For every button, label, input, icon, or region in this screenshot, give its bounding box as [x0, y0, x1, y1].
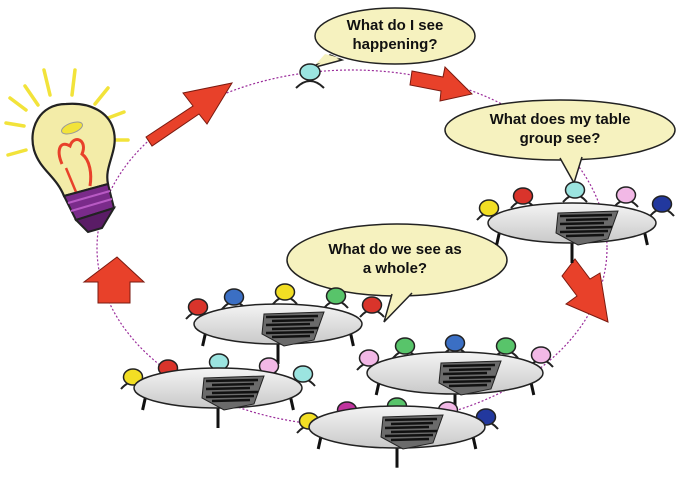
- table-paper-stroke: [442, 371, 488, 376]
- participant-red: [359, 296, 385, 318]
- arrow-table-to-whole: [561, 258, 609, 323]
- table-group-bottom: [296, 397, 499, 468]
- participant-green: [493, 337, 519, 359]
- table-paper-stroke: [205, 394, 255, 399]
- table-paper-stroke: [559, 213, 613, 218]
- tables-layer: [120, 181, 675, 468]
- arrow-to-observer: [145, 82, 234, 147]
- bubble-whole-line1: What do we see as: [328, 241, 462, 258]
- table-paper-stroke: [448, 367, 492, 372]
- light-rays: [4, 68, 130, 157]
- bulb-filament: [57, 138, 93, 187]
- table-paper-stroke: [265, 330, 315, 335]
- participant-pink: [613, 186, 639, 208]
- table-paper-stroke: [559, 229, 609, 234]
- table-paper-stroke: [271, 318, 315, 323]
- table-group-middle: [356, 334, 554, 414]
- bulb-glass: [31, 102, 116, 198]
- table-paper-stroke: [565, 233, 605, 238]
- participant-navy: [649, 195, 675, 217]
- observer-person: [295, 63, 325, 89]
- table-paper-stroke: [265, 322, 311, 327]
- participant-cyan: [562, 181, 588, 203]
- bubble-table-group: [444, 99, 676, 185]
- arrow-observer-to-table: [409, 65, 474, 102]
- bubble-observer: [311, 7, 476, 69]
- lightbulb-icon: [4, 68, 130, 234]
- participant-green: [392, 337, 418, 359]
- table-paper-stroke: [205, 386, 251, 391]
- participant-yellow: [272, 283, 298, 305]
- table-paper-stroke: [211, 390, 259, 395]
- bubble-observer-text: What do I see happening?: [330, 16, 460, 54]
- bubble-observer-line2: happening?: [352, 36, 438, 53]
- table-group-bottom-left: [120, 353, 316, 428]
- bubble-observer-line1: What do I see: [346, 17, 444, 34]
- table-group-right: [476, 181, 675, 263]
- table-paper-stroke: [448, 383, 488, 388]
- bubble-table-group-line1: What does my table: [489, 111, 631, 128]
- table-paper-stroke: [211, 382, 255, 387]
- bulb-base: [62, 182, 117, 234]
- table-paper-stroke: [448, 375, 496, 380]
- table-paper-stroke: [559, 221, 605, 226]
- bubble-whole-line2: a whole?: [362, 260, 428, 277]
- table-group-top-left: [185, 283, 385, 364]
- table-paper-stroke: [442, 363, 496, 368]
- arrow-whole-to-bulb: [82, 256, 146, 304]
- participant-green: [323, 287, 349, 309]
- table-paper-stroke: [271, 334, 311, 339]
- participant-pink: [356, 349, 382, 371]
- table-paper-stroke: [565, 225, 613, 230]
- table-paper-stroke: [384, 425, 430, 430]
- cycle-arrows: [82, 65, 609, 323]
- bubble-whole: [286, 223, 508, 323]
- table-paper-stroke: [384, 417, 438, 422]
- table-paper-stroke: [442, 379, 492, 384]
- bubble-table-group-line2: group see?: [519, 130, 601, 147]
- table-paper-stroke: [271, 326, 319, 331]
- cycle-path: [96, 69, 608, 427]
- table-paper-stroke: [565, 217, 609, 222]
- bubble-table-group-text: What does my table group see?: [470, 110, 650, 148]
- table-paper-stroke: [390, 429, 438, 434]
- bubble-whole-text: What do we see as a whole?: [305, 240, 485, 278]
- table-paper-stroke: [265, 314, 319, 319]
- table-paper-stroke: [390, 437, 430, 442]
- table-paper-stroke: [390, 421, 434, 426]
- table-paper-stroke: [384, 433, 434, 438]
- table-paper-stroke: [211, 398, 251, 403]
- table-paper-stroke: [205, 378, 259, 383]
